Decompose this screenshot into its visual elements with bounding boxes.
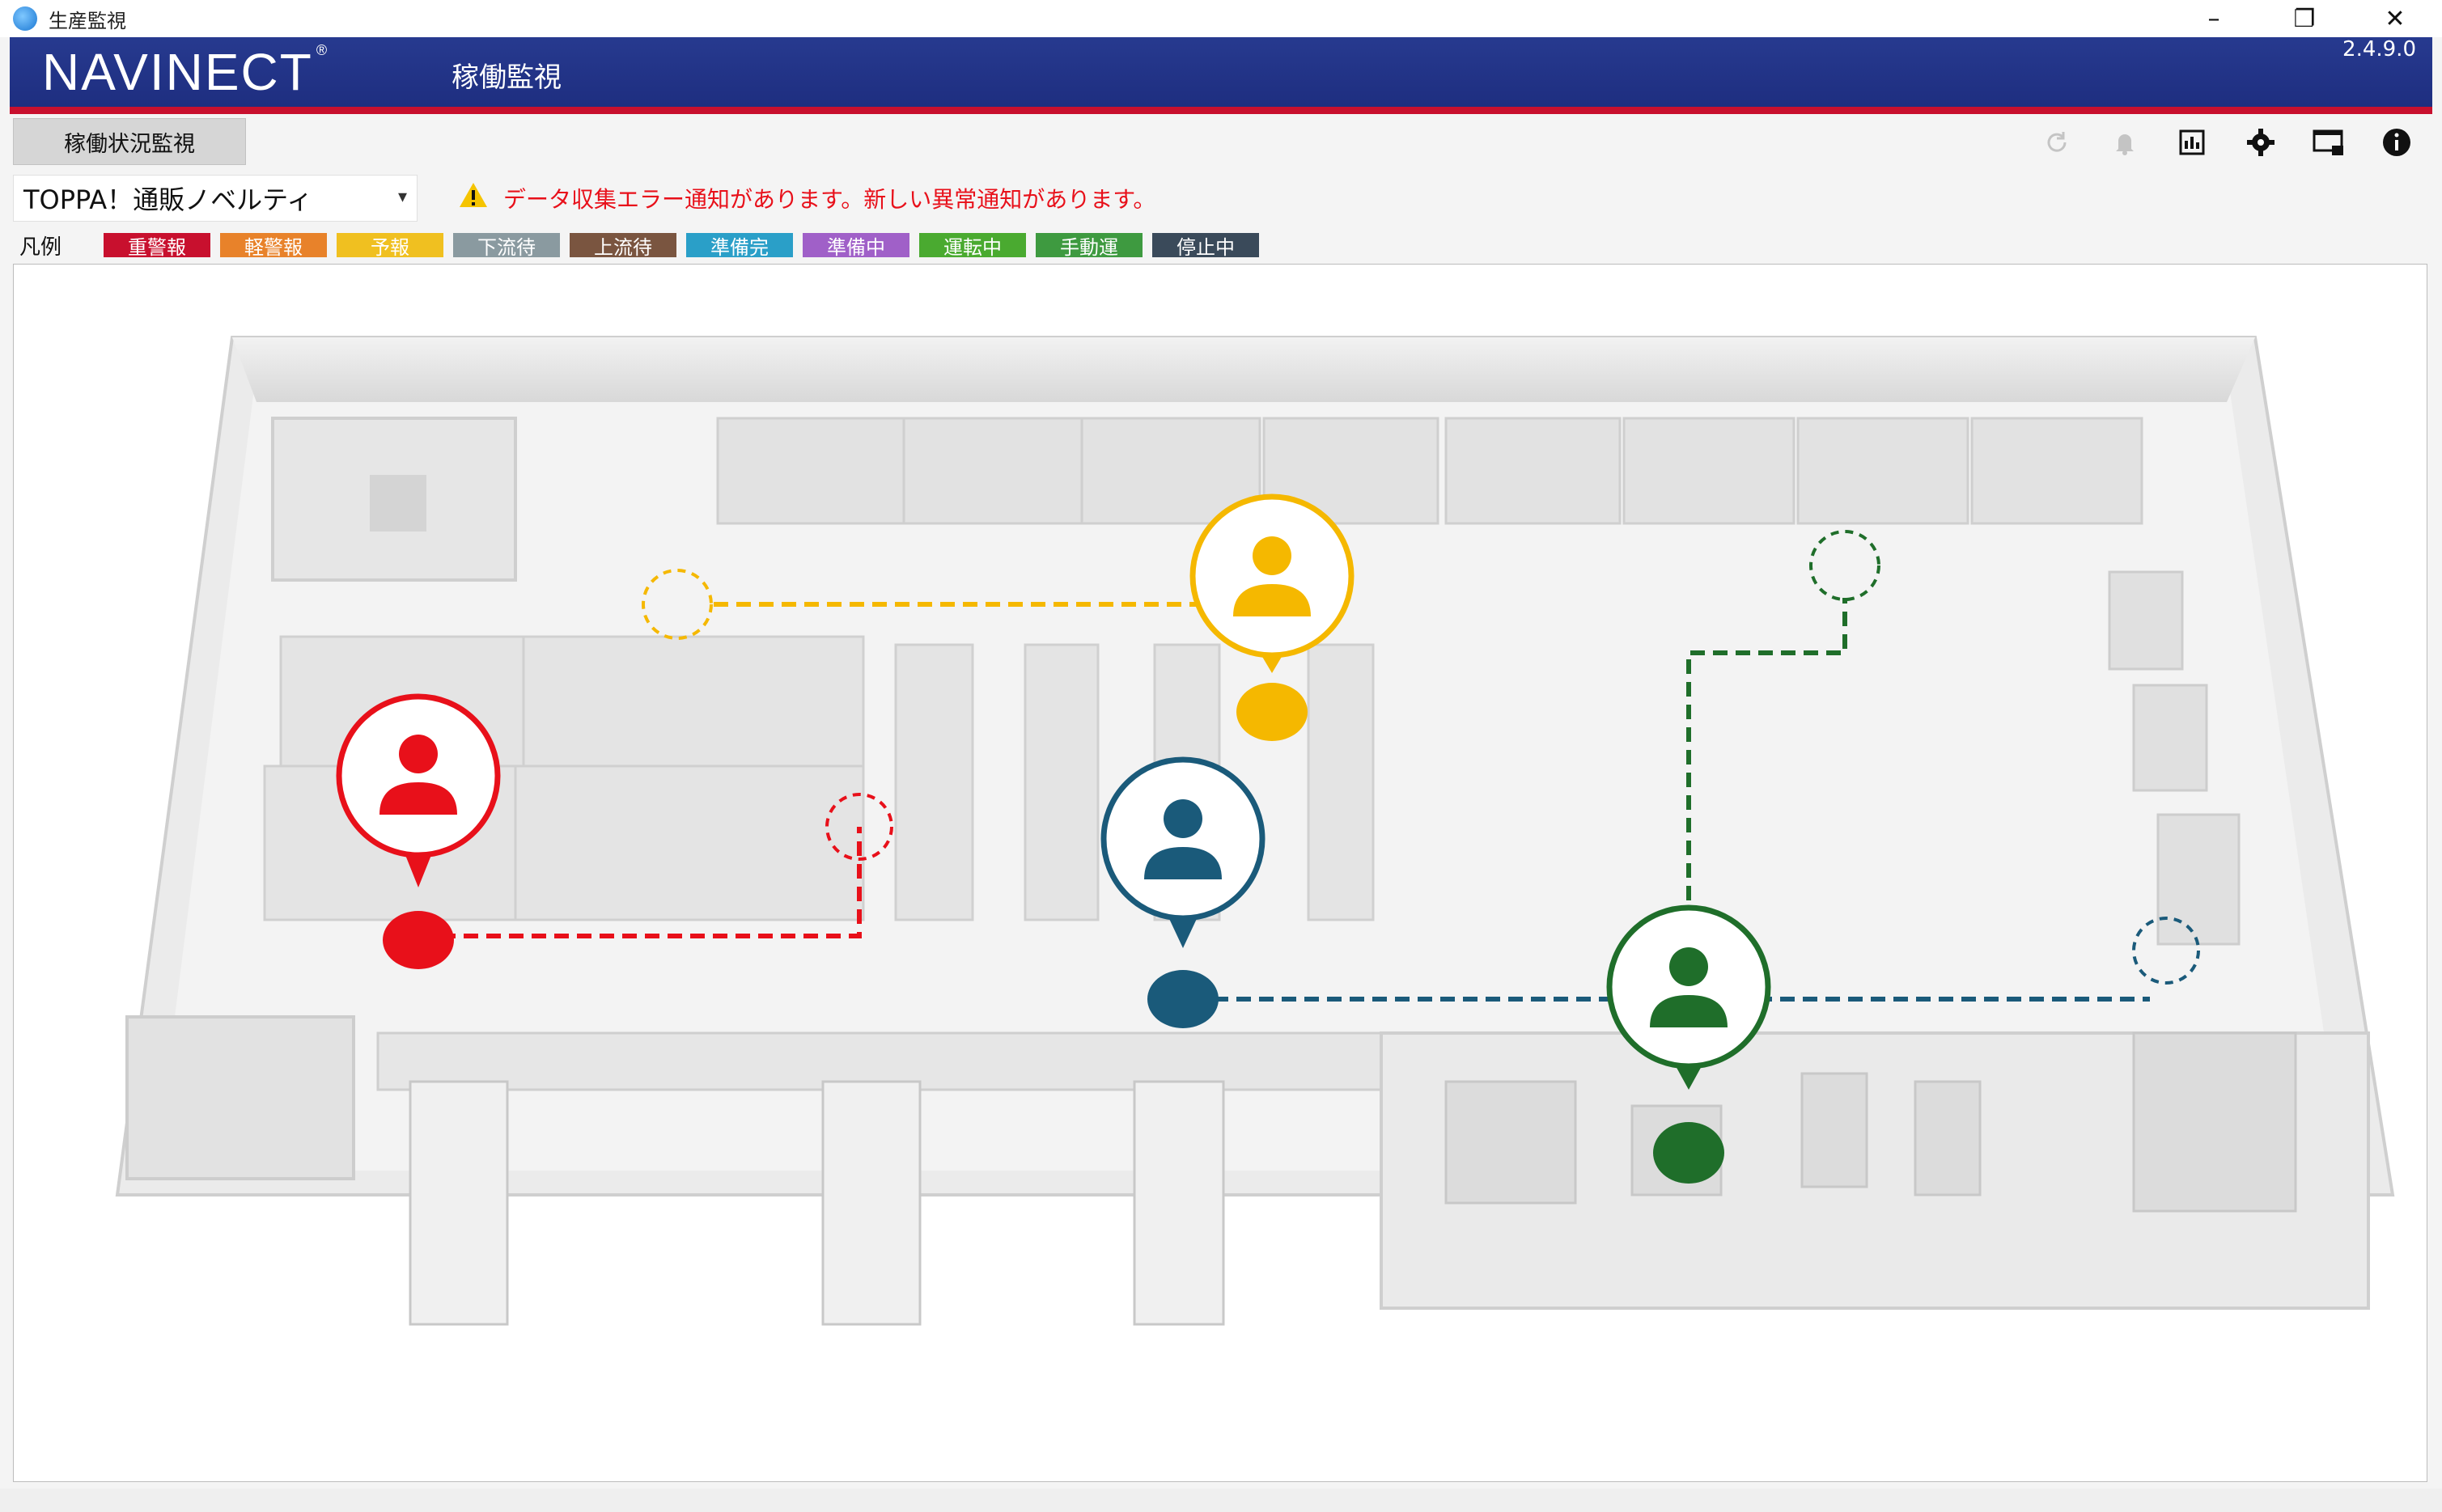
site-select-value: TOPPA！通販ノベルティ [23, 184, 313, 215]
path-target-blue [2132, 917, 2200, 985]
monitor-icon[interactable] [2295, 120, 2363, 165]
legend-chip: 準備完 [686, 233, 793, 259]
alert-message: データ収集エラー通知があります。新しい異常通知があります。 [503, 185, 1156, 213]
app-icon [13, 6, 37, 31]
alert-banner[interactable]: データ収集エラー通知があります。新しい異常通知があります。 [458, 181, 1155, 214]
toolbar [2023, 120, 2431, 165]
warning-icon [458, 181, 489, 214]
info-icon[interactable] [2363, 120, 2431, 165]
worker-marker-red [336, 693, 501, 969]
legend-chip: 下流待 [453, 233, 560, 259]
path-target-yellow [642, 569, 713, 640]
legend-chip: 手動運 [1036, 233, 1143, 259]
legend-chip: 停止中 [1152, 233, 1259, 259]
legend-chip: 予報 [337, 233, 443, 259]
factory-map[interactable] [13, 264, 2427, 1482]
status-bar [0, 1489, 2442, 1512]
header-subtitle: 稼働監視 [452, 61, 562, 94]
app-header: NAVINECT® 稼働監視 2.4.9.0 [10, 37, 2432, 114]
status-legend: 凡例 重警報 軽警報 予報 下流待 上流待 準備完 準備中 運転中 手動運 停止… [19, 231, 1269, 260]
window-title: 生産監視 [49, 9, 126, 32]
legend-chip: 上流待 [570, 233, 676, 259]
close-button[interactable]: ✕ [2359, 0, 2431, 37]
worker-marker-blue [1100, 756, 1266, 1028]
maximize-button[interactable]: ❐ [2293, 4, 2316, 33]
factory-floor-illustration [115, 336, 2395, 1326]
worker-path-red [418, 827, 862, 938]
legend-chip: 準備中 [803, 233, 909, 259]
version-label: 2.4.9.0 [2342, 37, 2416, 61]
window-titlebar: 生産監視 – ❐ ✕ [0, 0, 2442, 37]
worker-path-green [1686, 598, 1847, 968]
tab-operation-monitor[interactable]: 稼働状況監視 [13, 118, 246, 165]
legend-chip: 運転中 [919, 233, 1026, 259]
worker-marker-green [1606, 904, 1771, 1184]
legend-chip: 重警報 [104, 233, 210, 259]
refresh-icon[interactable] [2023, 120, 2091, 165]
path-target-green [1809, 530, 1880, 601]
worker-marker-yellow [1189, 493, 1355, 741]
legend-chip: 軽警報 [220, 233, 327, 259]
header-accent-line [10, 107, 2432, 114]
bell-icon[interactable] [2091, 120, 2159, 165]
chevron-down-icon: ▾ [397, 187, 407, 207]
gear-icon[interactable] [2227, 120, 2295, 165]
site-select[interactable]: TOPPA！通販ノベルティ ▾ [13, 175, 418, 222]
path-target-red [825, 793, 893, 861]
report-icon[interactable] [2159, 120, 2227, 165]
brand-logo: NAVINECT® [42, 42, 329, 101]
legend-label: 凡例 [19, 235, 62, 260]
minimize-button[interactable]: – [2207, 4, 2220, 33]
